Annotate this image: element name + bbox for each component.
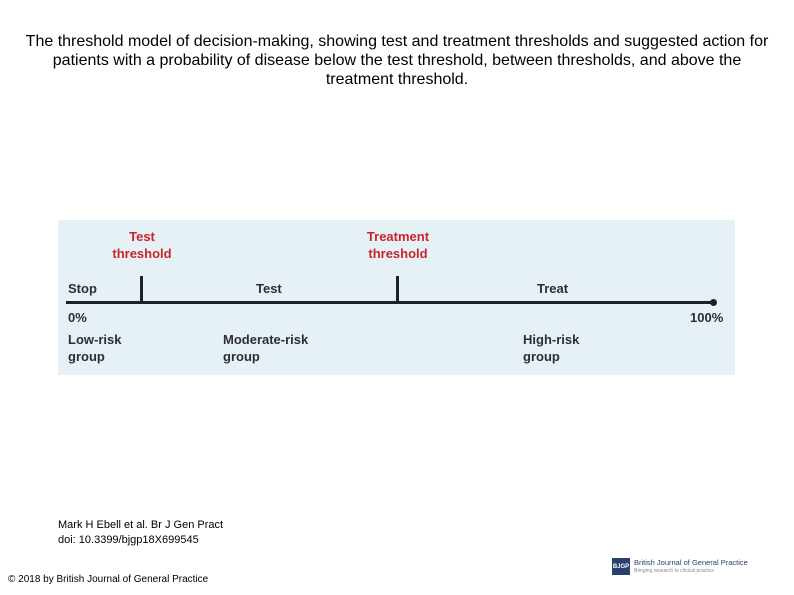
high-risk-group-label: High-risk group <box>523 332 580 364</box>
journal-logo-badge: BJGP <box>612 558 630 575</box>
journal-logo-tagline: Bringing research to clinical practice <box>634 568 715 574</box>
moderate-risk-group-label: Moderate-risk group <box>223 332 309 364</box>
threshold-diagram: Test threshold Treatment threshold Stop … <box>58 220 735 375</box>
treat-action-label: Treat <box>537 281 569 296</box>
treatment-threshold-label: Treatment threshold <box>366 229 430 261</box>
treatment-threshold-marker <box>396 276 399 302</box>
citation-authors: Mark H Ebell et al. Br J Gen Pract <box>58 519 224 531</box>
citation-doi: doi: 10.3399/bjgp18X699545 <box>58 534 199 546</box>
copyright-notice: © 2018 by British Journal of General Pra… <box>8 574 209 585</box>
test-action-label: Test <box>256 281 282 296</box>
journal-logo-name: British Journal of General Practice <box>634 558 748 567</box>
probability-axis <box>66 299 717 306</box>
journal-logo: BJGP British Journal of General Practice… <box>612 557 748 577</box>
scale-min-label: 0% <box>68 310 87 325</box>
stop-action-label: Stop <box>68 281 97 296</box>
low-risk-group-label: Low-risk group <box>68 332 122 364</box>
citation: Mark H Ebell et al. Br J Gen Pract doi: … <box>58 518 223 548</box>
test-threshold-label: Test threshold <box>112 229 172 261</box>
page-title: The threshold model of decision-making, … <box>25 33 769 88</box>
test-threshold-marker <box>140 276 143 302</box>
scale-max-label: 100% <box>690 310 724 325</box>
